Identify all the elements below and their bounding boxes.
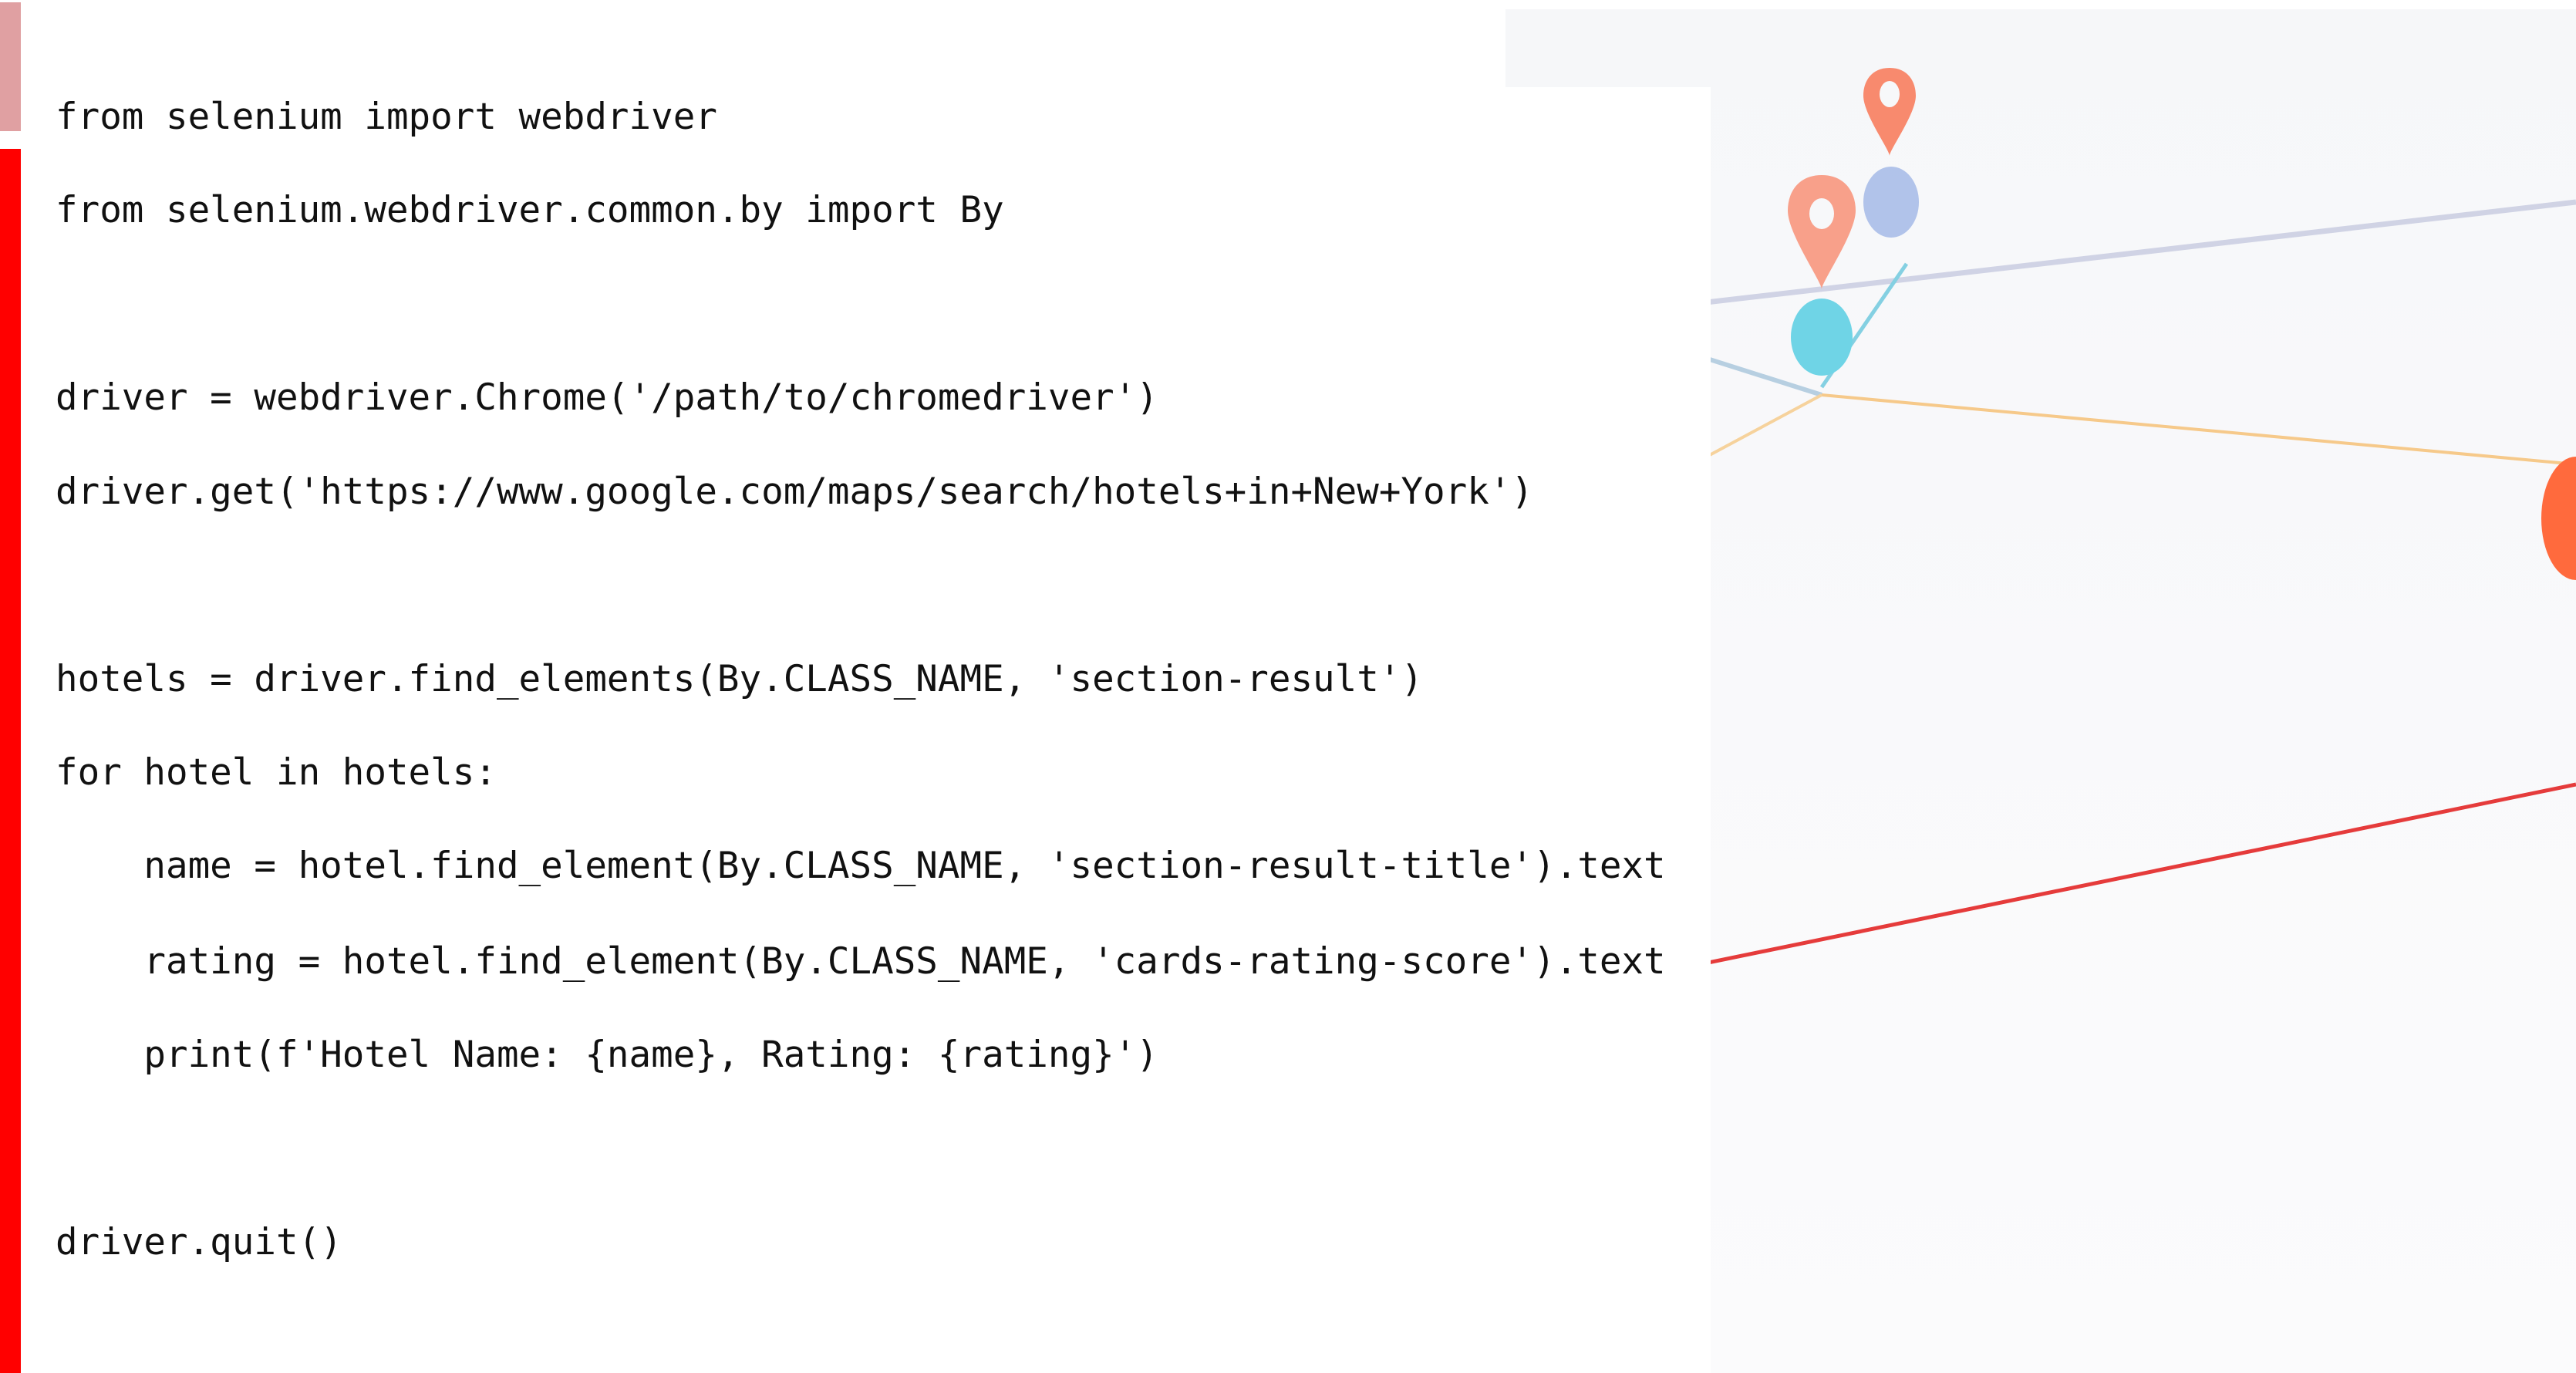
blue-pin-icon bbox=[1863, 167, 1919, 238]
code-line: from selenium import webdriver bbox=[56, 96, 717, 138]
code-line: driver.get('https://www.google.com/maps/… bbox=[56, 471, 1534, 513]
teal-pin-icon bbox=[1791, 299, 1853, 376]
code-line: rating = hotel.find_element(By.CLASS_NAM… bbox=[56, 940, 1666, 983]
code-line: name = hotel.find_element(By.CLASS_NAME,… bbox=[56, 845, 1666, 887]
orange-pin-icon bbox=[2541, 457, 2576, 580]
code-line: driver.quit() bbox=[56, 1221, 342, 1263]
code-line: hotels = driver.find_elements(By.CLASS_N… bbox=[56, 658, 1424, 700]
accent-bar-top bbox=[0, 2, 21, 131]
code-line: print(f'Hotel Name: {name}, Rating: {rat… bbox=[56, 1034, 1158, 1076]
accent-bar-main bbox=[0, 149, 21, 1373]
location-marker-icon bbox=[1788, 175, 1856, 289]
code-line: for hotel in hotels: bbox=[56, 751, 497, 794]
code-line: from selenium.webdriver.common.by import… bbox=[56, 189, 1004, 231]
location-marker-icon bbox=[1863, 68, 1916, 156]
code-panel: from selenium import webdriver from sele… bbox=[0, 87, 1711, 1373]
code-line: driver = webdriver.Chrome('/path/to/chro… bbox=[56, 376, 1158, 419]
